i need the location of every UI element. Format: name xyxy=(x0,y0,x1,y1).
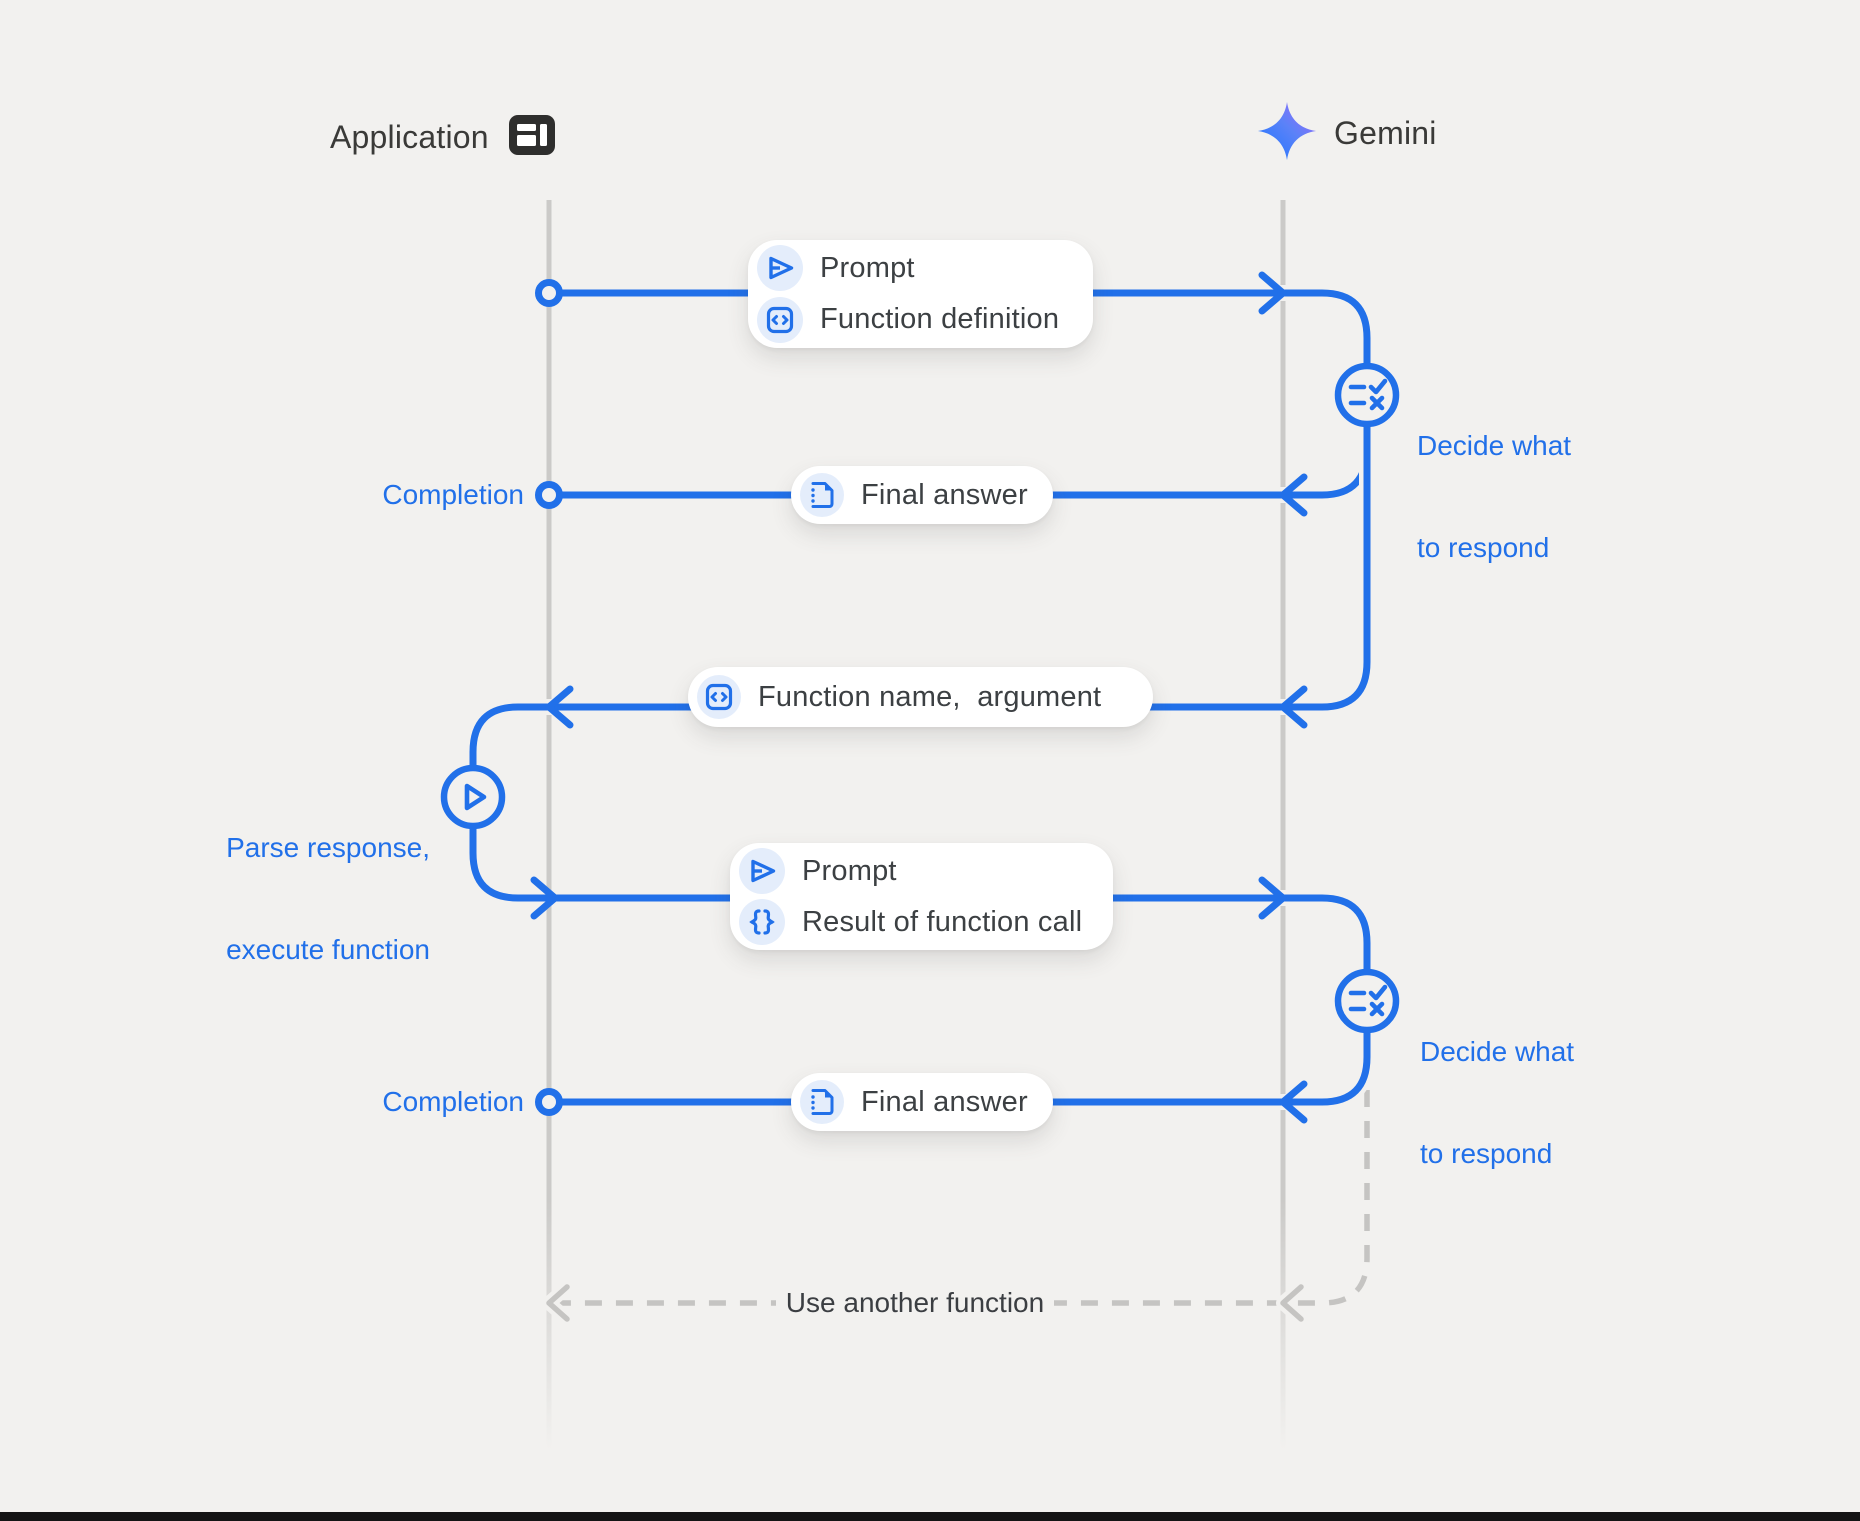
app-window-icon xyxy=(508,114,555,160)
decide-label-1: Decide what to respond xyxy=(1417,361,1571,633)
decide-label-line: Decide what xyxy=(1417,430,1572,461)
message-label: Final answer xyxy=(861,478,1028,511)
decide-label-line: Decide what xyxy=(1420,1036,1575,1067)
decide-node-icon-1 xyxy=(1334,362,1400,428)
arrowhead-right xyxy=(530,876,559,920)
arrowhead-left xyxy=(1279,473,1308,517)
message-label: Function name, argument xyxy=(758,680,1102,713)
completion-label-1: Completion xyxy=(382,479,524,510)
send-icon xyxy=(757,245,803,292)
code-square-icon xyxy=(757,296,803,343)
message-prompt-result: Prompt Result of function call xyxy=(730,843,1113,950)
application-label: Application xyxy=(330,118,489,155)
origin-dot xyxy=(535,279,563,307)
use-another-function-arrow xyxy=(542,1090,1375,1326)
message-label: Result of function call xyxy=(802,905,1083,938)
gemini-sparkle-icon xyxy=(1256,99,1318,168)
message-prompt-function-definition: Prompt Function definition xyxy=(748,240,1093,348)
arrowhead-left xyxy=(1279,1080,1308,1124)
dashed-arrowhead-gemini xyxy=(1276,1280,1308,1326)
use-another-function-text: Use another function xyxy=(775,1284,1055,1322)
execute-function-icon xyxy=(440,764,506,830)
document-icon xyxy=(800,1080,844,1124)
decide-label-line: to respond xyxy=(1420,1138,1553,1169)
document-icon xyxy=(800,473,844,517)
send-icon xyxy=(739,848,785,894)
arrowhead-left xyxy=(1279,685,1308,729)
dashed-arrowhead-application xyxy=(542,1280,574,1326)
decide-label-line: to respond xyxy=(1417,532,1550,563)
message-label: Prompt xyxy=(802,854,897,887)
decide-label-2: Decide what to respond xyxy=(1420,967,1574,1239)
bottom-bar xyxy=(0,1512,1860,1521)
decide-node-icon-2 xyxy=(1334,968,1400,1034)
arrow-final-answer-2 xyxy=(558,1028,1375,1124)
use-another-function-label: Use another function xyxy=(765,1284,1065,1322)
message-function-name-argument: Function name, argument xyxy=(688,667,1153,727)
message-label: Prompt xyxy=(820,251,915,284)
message-final-answer-2: Final answer xyxy=(791,1073,1053,1131)
arrowhead-right xyxy=(1258,271,1287,315)
gemini-label: Gemini xyxy=(1334,114,1437,151)
actor-application: Application xyxy=(330,112,555,162)
braces-icon xyxy=(739,899,785,945)
completion-label-2: Completion xyxy=(382,1086,524,1117)
message-label: Final answer xyxy=(861,1085,1028,1118)
arrowhead-left xyxy=(545,685,574,729)
message-label: Function definition xyxy=(820,303,1060,336)
completion-dot-2 xyxy=(535,1088,563,1116)
actor-gemini: Gemini xyxy=(1256,101,1437,160)
arrowhead-right xyxy=(1258,876,1287,920)
parse-execute-label: Parse response, execute function xyxy=(150,763,430,1035)
parse-label-line: Parse response, xyxy=(226,832,430,863)
completion-dot-1 xyxy=(535,481,563,509)
arrow-prompt-1 xyxy=(559,271,1375,368)
parse-label-line: execute function xyxy=(226,934,430,965)
code-square-icon xyxy=(697,675,741,719)
message-final-answer-1: Final answer xyxy=(791,466,1053,524)
